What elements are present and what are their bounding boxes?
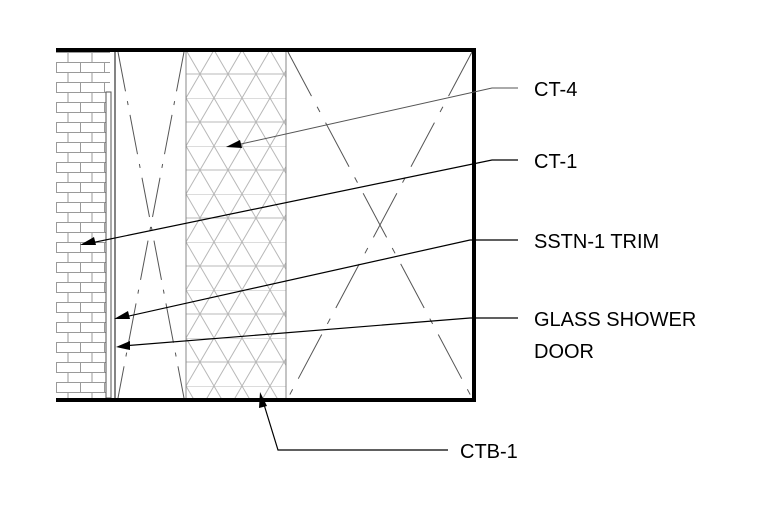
label-ct4: CT-4 [534,79,577,101]
label-glass-door-line2: DOOR [534,341,594,363]
brick-wall [56,52,110,398]
leader-ctb1 [259,392,448,451]
leader-ct1 [80,159,518,245]
label-sstn-trim: SSTN-1 TRIM [534,231,659,253]
right-panel-diagonal-2 [287,51,473,399]
label-ct1: CT-1 [534,151,577,173]
ct4-tile-panel [186,50,286,400]
sstn-trim-strip [105,91,112,399]
label-glass-door-line1: GLASS SHOWER [534,309,696,331]
narrow-panel-diagonal-2 [117,51,185,399]
narrow-panel-diagonal-1 [117,51,185,399]
label-ctb1: CTB-1 [460,441,518,463]
leader-ct4 [226,87,518,148]
leader-sstn-trim [114,239,518,319]
leader-glass-door [116,317,518,350]
